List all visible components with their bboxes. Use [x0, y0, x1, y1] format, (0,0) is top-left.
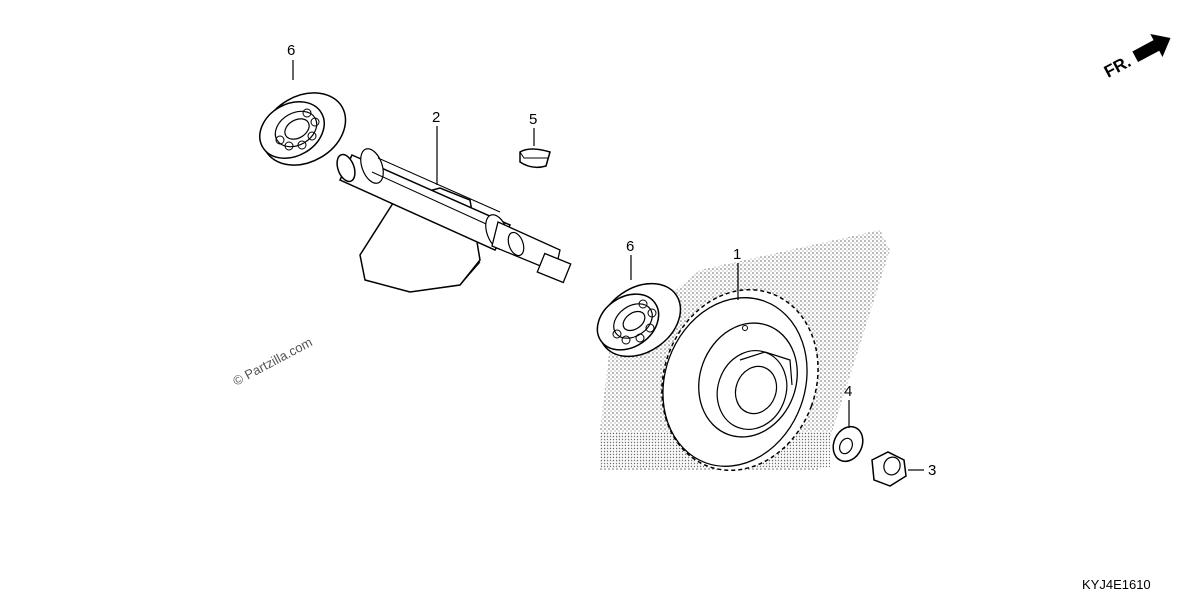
- callout-part-6-middle: 6: [626, 238, 634, 255]
- washer: [832, 425, 864, 463]
- bearing-top: [259, 92, 347, 166]
- bearing-middle: [596, 282, 682, 358]
- leader-lines: [292, 60, 924, 471]
- callout-part-5: 5: [529, 111, 537, 128]
- callout-part-2: 2: [432, 109, 440, 126]
- balancer-shaft: [336, 148, 572, 293]
- callout-part-6-top: 6: [287, 42, 295, 59]
- callout-part-3: 3: [928, 462, 936, 479]
- nut: [871, 451, 907, 487]
- front-direction-label: FR.: [1101, 52, 1134, 82]
- watermark: © Partzilla.com: [230, 334, 314, 388]
- diagram-code: KYJ4E1610: [1082, 577, 1151, 592]
- woodruff-key: [519, 148, 551, 169]
- arrow-right-icon: [1132, 33, 1171, 63]
- callout-part-1: 1: [733, 246, 741, 263]
- balancer-gear: [661, 288, 819, 472]
- callout-part-4: 4: [844, 383, 852, 400]
- front-direction-marker: FR.: [1101, 33, 1171, 82]
